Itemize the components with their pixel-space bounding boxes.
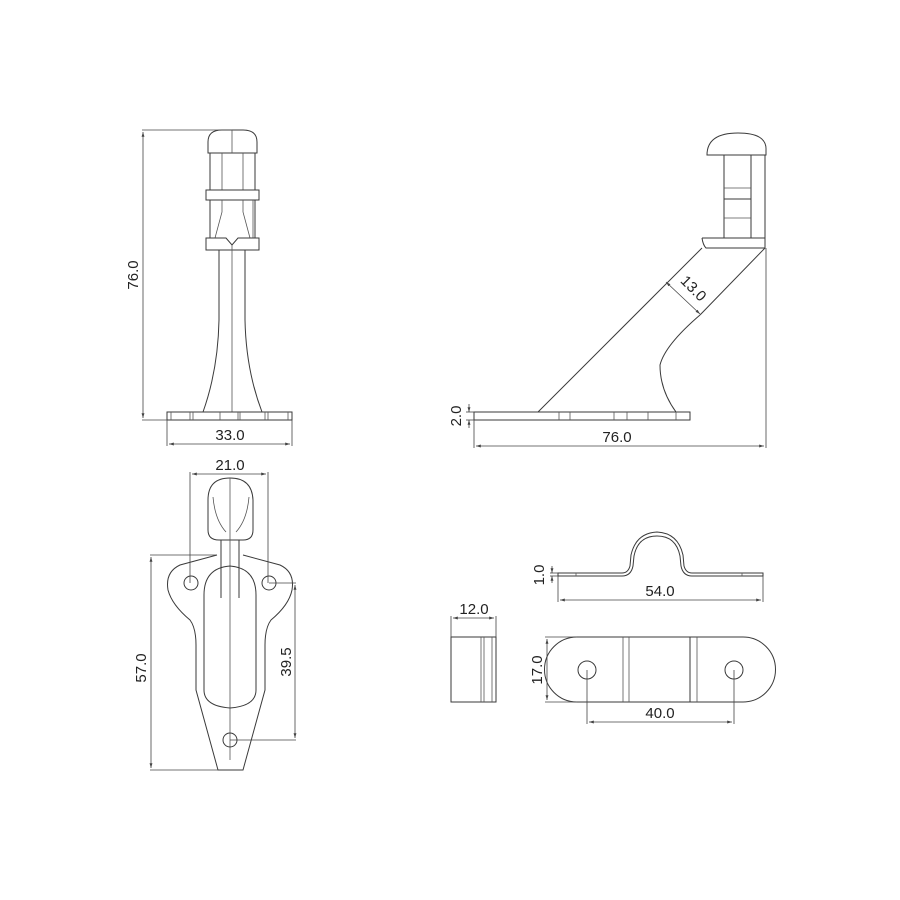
front-height-label: 76.0	[125, 260, 142, 289]
catch-holes-label: 40.0	[645, 705, 674, 722]
catch-thickness-label: 1.0	[531, 565, 548, 586]
catch-side-view: 1.0 54.0	[531, 531, 764, 602]
top-length-label: 57.0	[133, 653, 150, 682]
front-view: 76.0 33.0	[125, 129, 293, 446]
top-head-label: 21.0	[215, 457, 244, 474]
catch-length-label: 54.0	[645, 583, 674, 600]
catch-top-view: 17.0 40.0	[529, 636, 776, 724]
side-view: 13.0 2.0 76.0	[448, 132, 767, 448]
top-view: 21.0 57.0 39.5	[133, 457, 297, 771]
top-holes-label: 39.5	[278, 647, 295, 676]
catch-end-view: 12.0	[450, 601, 497, 703]
side-thickness-label: 2.0	[448, 406, 465, 427]
catch-width-label: 12.0	[459, 601, 488, 618]
side-arm-label: 13.0	[677, 272, 710, 305]
catch-height-label: 17.0	[529, 655, 546, 684]
side-length-label: 76.0	[602, 429, 631, 446]
front-base-label: 33.0	[215, 427, 244, 444]
